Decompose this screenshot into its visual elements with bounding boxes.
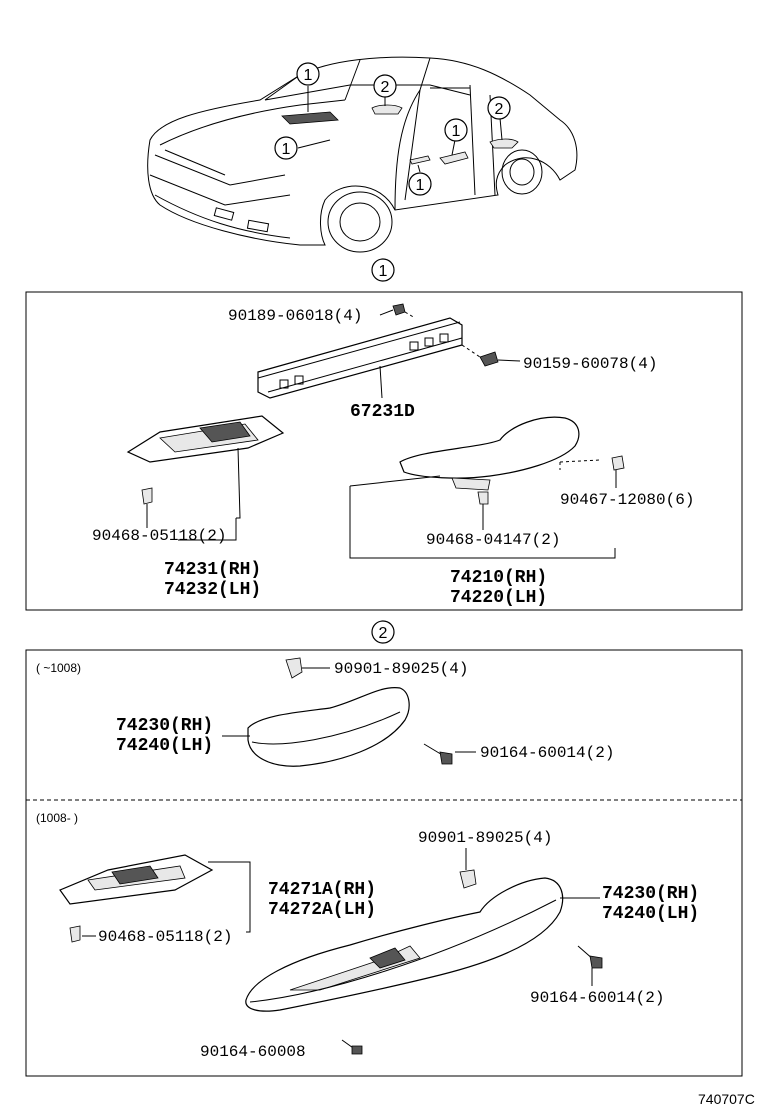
armrest-part xyxy=(399,416,580,491)
clip-right-icon xyxy=(611,455,625,471)
svg-text:2: 2 xyxy=(379,625,388,642)
clip-left-icon xyxy=(141,487,153,505)
svg-text:1: 1 xyxy=(304,67,313,84)
lower-label-90468-05118: 90468-05118(2) xyxy=(98,928,232,946)
overview-callout-1a: 1 xyxy=(296,62,320,86)
lower-panel-clip-icon xyxy=(69,925,81,943)
lower-label-74230: 74230(RH) xyxy=(602,884,699,904)
overview-callout-1c: 1 xyxy=(444,118,468,142)
upper-grip-part xyxy=(247,687,410,767)
lower-label-90164-60008: 90164-60008 xyxy=(200,1043,306,1061)
lower-range-note: (1008- ) xyxy=(36,811,78,825)
upper-label-74230: 74230(RH) xyxy=(116,716,213,736)
upper-range-note: ( ~1008) xyxy=(36,661,81,675)
overview-callout-1b: 1 xyxy=(274,136,298,160)
label-clip-90467-12080: 90467-12080(6) xyxy=(560,491,694,509)
svg-text:1: 1 xyxy=(416,177,425,194)
reference-code: 740707C xyxy=(698,1091,755,1107)
label-74210: 74210(RH) xyxy=(450,568,547,588)
lower-label-90901: 90901-89025(4) xyxy=(418,829,552,847)
lower-screw-icon xyxy=(577,945,603,969)
svg-text:2: 2 xyxy=(381,79,390,96)
lower-label-90164-60014: 90164-60014(2) xyxy=(530,989,664,1007)
svg-text:1: 1 xyxy=(379,263,388,280)
bracket-part xyxy=(257,317,463,399)
overview-callout-2b: 2 xyxy=(487,96,511,120)
label-bolt-90189: 90189-06018(4) xyxy=(228,307,362,325)
label-74231: 74231(RH) xyxy=(164,560,261,580)
lower-armrest-part xyxy=(245,877,564,1012)
section1-frame xyxy=(25,291,743,611)
lower-label-74240: 74240(LH) xyxy=(602,904,699,924)
lower-label-74272A: 74272A(LH) xyxy=(268,900,376,920)
svg-text:1: 1 xyxy=(452,123,461,140)
label-74220: 74220(LH) xyxy=(450,588,547,608)
label-74232: 74232(LH) xyxy=(164,580,261,600)
lower-label-74271A: 74271A(RH) xyxy=(268,880,376,900)
label-clip-90468-04147: 90468-04147(2) xyxy=(426,531,560,549)
section2-frame xyxy=(25,649,743,1077)
svg-text:2: 2 xyxy=(495,101,504,118)
overview-callout-1d: 1 xyxy=(408,172,432,196)
lower-bottom-screw-icon xyxy=(341,1039,363,1055)
label-clip-90468-05118: 90468-05118(2) xyxy=(92,527,226,545)
upper-clip-icon xyxy=(285,657,303,679)
upper-label-90164-60014: 90164-60014(2) xyxy=(480,744,614,762)
section2-marker: 2 xyxy=(371,620,395,644)
label-bracket-67231D: 67231D xyxy=(350,402,415,422)
lower-switch-panel-part xyxy=(59,854,214,905)
switch-panel-part xyxy=(126,415,285,463)
label-screw-90159: 90159-60078(4) xyxy=(523,355,657,373)
bolt-icon xyxy=(392,303,406,316)
lower-clip-icon xyxy=(459,869,477,889)
upper-screw-icon xyxy=(423,743,453,765)
overview-callout-2a: 2 xyxy=(373,74,397,98)
section1-marker: 1 xyxy=(371,258,395,282)
clip-mid-icon xyxy=(477,491,489,505)
upper-label-90901: 90901-89025(4) xyxy=(334,660,468,678)
upper-label-74240: 74240(LH) xyxy=(116,736,213,756)
svg-text:1: 1 xyxy=(282,141,291,158)
car-overview-illustration xyxy=(147,56,578,253)
screw-icon xyxy=(479,351,499,367)
